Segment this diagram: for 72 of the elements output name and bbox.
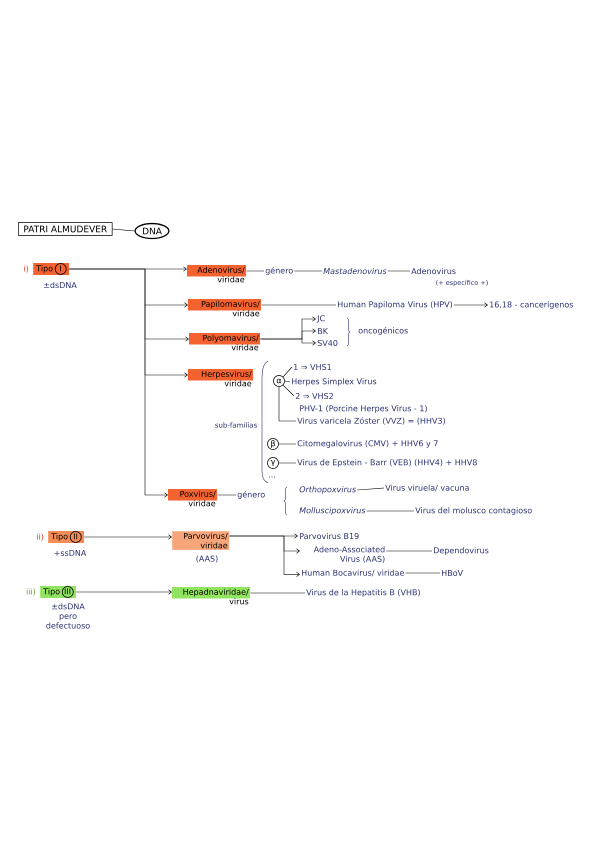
note-text: (AAS) — [196, 555, 218, 563]
arrow — [68, 268, 168, 498]
note-text: +ssDNA — [54, 550, 86, 556]
text-label: Citomegalovirus (CMV) + HHV6 y 7 — [298, 440, 438, 448]
connector-line — [284, 380, 290, 382]
arrow — [454, 302, 488, 308]
highlighted-label: Tipo I — [33, 263, 70, 275]
text-label: Dependovirus — [434, 547, 488, 555]
connector-line — [278, 386, 296, 422]
text-label: Parvovirus B19 — [300, 532, 359, 540]
note-text: ±dsDNA — [44, 282, 77, 288]
text-label: Molluscipoxvirus — [299, 507, 366, 515]
circled-letter: γ — [267, 457, 279, 469]
arrow — [229, 536, 300, 577]
text-label: Adenovirus — [411, 268, 456, 274]
text-label: Human Papiloma Virus (HPV) — [338, 301, 452, 309]
connector-line — [294, 270, 322, 272]
text-label: BK — [318, 328, 328, 334]
text-label: 1 ⇒ VHS1 — [294, 364, 331, 370]
list-marker: ii) — [36, 533, 44, 541]
connector-line — [282, 384, 294, 396]
arrow — [84, 534, 172, 540]
text-label: PHV-1 (Porcine Herpes Virus - 1) — [300, 405, 427, 413]
connector-line — [366, 510, 414, 512]
text-label: Herpes Simplex Virus — [292, 378, 376, 386]
highlighted-label: Parvovirus/ viridae — [172, 531, 230, 550]
circled-letter: α — [273, 375, 285, 387]
name-box: PATRI ALMUDEVER — [18, 222, 113, 236]
ellipsis-text: ... — [269, 476, 275, 478]
text-label: HBoV — [442, 570, 463, 576]
highlighted-label: Hepadnaviridae/ virus — [172, 587, 250, 604]
highlighted-label: Tipo II — [48, 531, 84, 543]
title-oval: DNA — [134, 222, 170, 240]
connector-line — [356, 488, 384, 490]
text-label: 16,18 - cancerígenos — [490, 300, 574, 310]
text-label: Human Bocavirus/ viridae — [302, 570, 404, 576]
highlighted-label: Papilomavirus/ viridae — [188, 299, 261, 316]
text-label: género — [238, 490, 265, 500]
text-label: Virus del molusco contagioso — [415, 507, 532, 515]
text-label: JC — [316, 315, 325, 323]
text-label: Virus de la Hepatitis B (VHB) — [306, 589, 420, 597]
connector-line — [112, 228, 135, 232]
highlighted-label: Poxvirus/ viridae — [168, 489, 217, 506]
connector-line — [278, 462, 296, 464]
connector-line — [246, 270, 264, 272]
text-label: SV40 — [318, 340, 338, 346]
connector-line — [388, 270, 410, 272]
connector-line — [282, 366, 292, 378]
highlighted-label: Herpesvirus/ viridae — [188, 369, 253, 386]
arrow — [260, 338, 316, 346]
highlighted-label: Tipo III — [40, 586, 76, 598]
connector-line — [217, 494, 236, 496]
text-label: Virus varicela Zóster (VVZ) = (HHV3) — [297, 417, 445, 425]
highlighted-label: Polyomavirus/ viridae — [189, 333, 260, 350]
arrow — [76, 589, 172, 595]
text-label: Mastadenovirus — [323, 268, 386, 274]
text-label: 2 ⇒ VHS2 — [296, 392, 333, 400]
connector-line — [261, 304, 336, 306]
note-text: ±dsDNA pero defectuoso — [46, 603, 90, 629]
highlighted-label: Adenovirus/ viridae — [187, 265, 246, 282]
circled-letter: β — [267, 438, 279, 450]
text-label: Virus viruela/ vacuna — [385, 484, 469, 492]
text-label: Orthopoxvirus — [300, 486, 356, 494]
connector-line — [405, 572, 440, 574]
text-label: género — [266, 266, 293, 276]
connector-line — [386, 550, 432, 552]
list-marker: i) — [24, 265, 28, 273]
brace-label: oncogénicos — [358, 326, 408, 336]
text-label: Adeno-Associated Virus (AAS) — [314, 546, 384, 563]
list-marker: iii) — [26, 588, 36, 596]
text-label: Virus de Epstein - Barr (VEB) (HHV4) + HHV8 — [297, 459, 477, 467]
connector-line — [250, 592, 306, 594]
